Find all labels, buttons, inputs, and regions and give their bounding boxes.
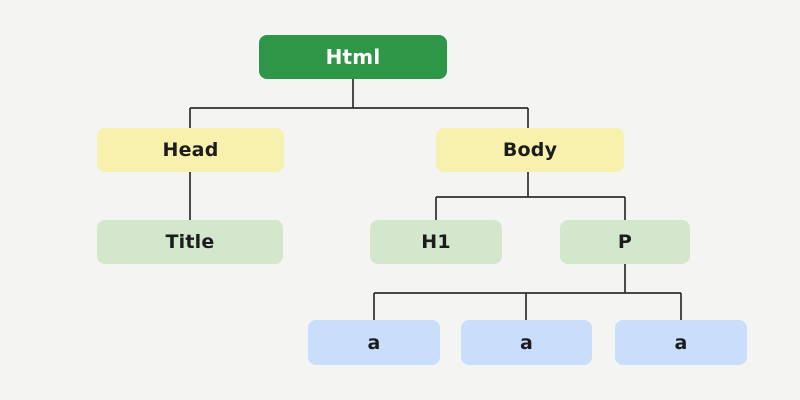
node-body: Body (436, 128, 624, 172)
node-html: Html (259, 35, 447, 79)
edge-html-children (189, 79, 529, 129)
node-head: Head (97, 128, 284, 172)
node-a-3: a (615, 320, 747, 365)
node-p-label: P (617, 231, 633, 253)
node-title-label: Title (165, 231, 215, 253)
node-body-label: Body (502, 139, 558, 161)
edge-body-children (435, 172, 626, 221)
node-h1: H1 (370, 220, 502, 264)
node-a-2: a (461, 320, 592, 365)
node-title: Title (97, 220, 283, 264)
edge-p-children (373, 264, 682, 321)
node-html-label: Html (325, 45, 381, 69)
node-a-3-label: a (674, 331, 688, 354)
node-a-1-label: a (367, 331, 381, 354)
node-p: P (560, 220, 690, 264)
node-a-2-label: a (519, 331, 534, 354)
node-h1-label: H1 (421, 231, 451, 253)
node-head-label: Head (162, 139, 219, 161)
node-a-1: a (308, 320, 440, 365)
